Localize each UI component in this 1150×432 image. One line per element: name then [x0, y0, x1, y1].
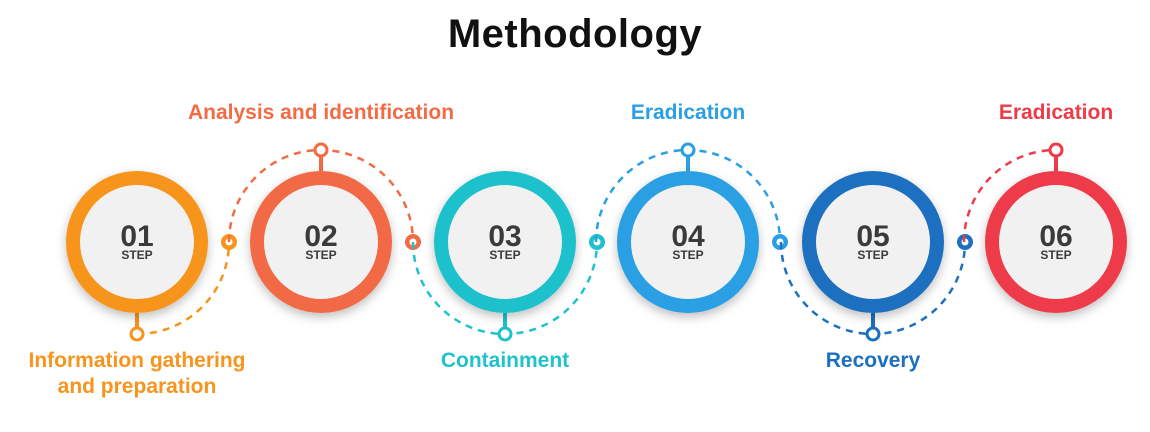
step-caption: STEP: [305, 248, 336, 262]
step-label: Information gathering and preparation: [29, 348, 246, 400]
connector-node: [313, 142, 329, 158]
step-caption: STEP: [489, 248, 520, 262]
step-label-line: Eradication: [630, 101, 746, 124]
step-number: 04: [671, 220, 705, 253]
step-label-line: Recovery: [825, 349, 921, 372]
page-title: Methodology: [447, 12, 703, 56]
step-inner: [631, 185, 745, 299]
step-label-line: Information gathering: [28, 349, 246, 372]
connector-node: [680, 142, 696, 158]
connector-node: [865, 326, 881, 342]
step-caption: STEP: [857, 248, 888, 262]
connector-node: [497, 326, 513, 342]
step-inner: [264, 185, 378, 299]
step-label-line: Containment: [440, 349, 570, 372]
step-label: Analysis and identification: [188, 100, 454, 126]
step-inner: [816, 185, 930, 299]
step-label-line: Eradication: [998, 101, 1114, 124]
step-inner: [448, 185, 562, 299]
step-caption: STEP: [121, 248, 152, 262]
step-inner: [999, 185, 1113, 299]
dashed-arc: [136, 241, 231, 336]
step-number: 05: [856, 220, 889, 253]
connector-node: [1048, 142, 1064, 158]
step-label: Containment: [441, 348, 569, 374]
step-label: Eradication: [631, 100, 745, 126]
connector-node: [129, 326, 145, 342]
step-label: Eradication: [999, 100, 1113, 126]
connectors-layer: [129, 142, 1064, 342]
step-caption: STEP: [672, 248, 703, 262]
step-number: 02: [304, 220, 337, 253]
step-label-line: and preparation: [57, 375, 217, 398]
step-label: Recovery: [826, 348, 921, 374]
step-inner: [80, 185, 194, 299]
step-label-line: Analysis and identification: [187, 101, 455, 124]
step-caption: STEP: [1040, 248, 1071, 262]
step-number: 06: [1039, 220, 1072, 253]
dashed-arc: [962, 148, 1057, 243]
step-number: 03: [488, 220, 521, 253]
step-number: 01: [120, 220, 153, 253]
